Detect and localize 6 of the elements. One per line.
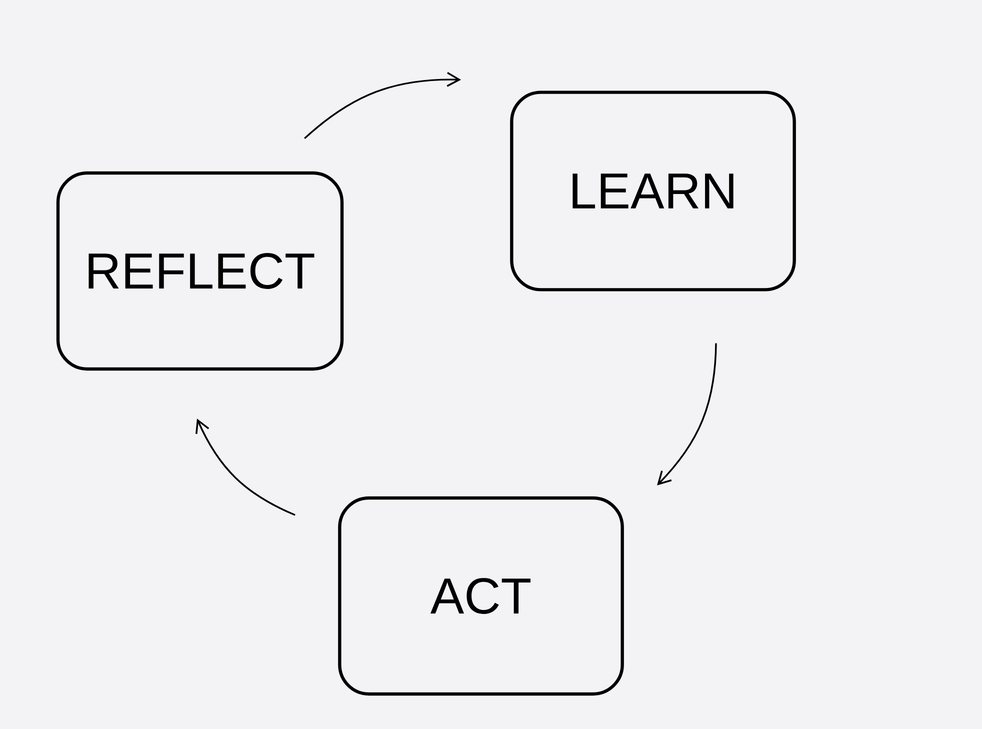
arrow xyxy=(196,418,296,516)
arrow xyxy=(304,72,462,140)
process-box: ACT xyxy=(338,496,624,696)
process-box: REFLECT xyxy=(56,171,344,371)
process-box: LEARN xyxy=(510,90,796,292)
arrow xyxy=(657,343,717,486)
